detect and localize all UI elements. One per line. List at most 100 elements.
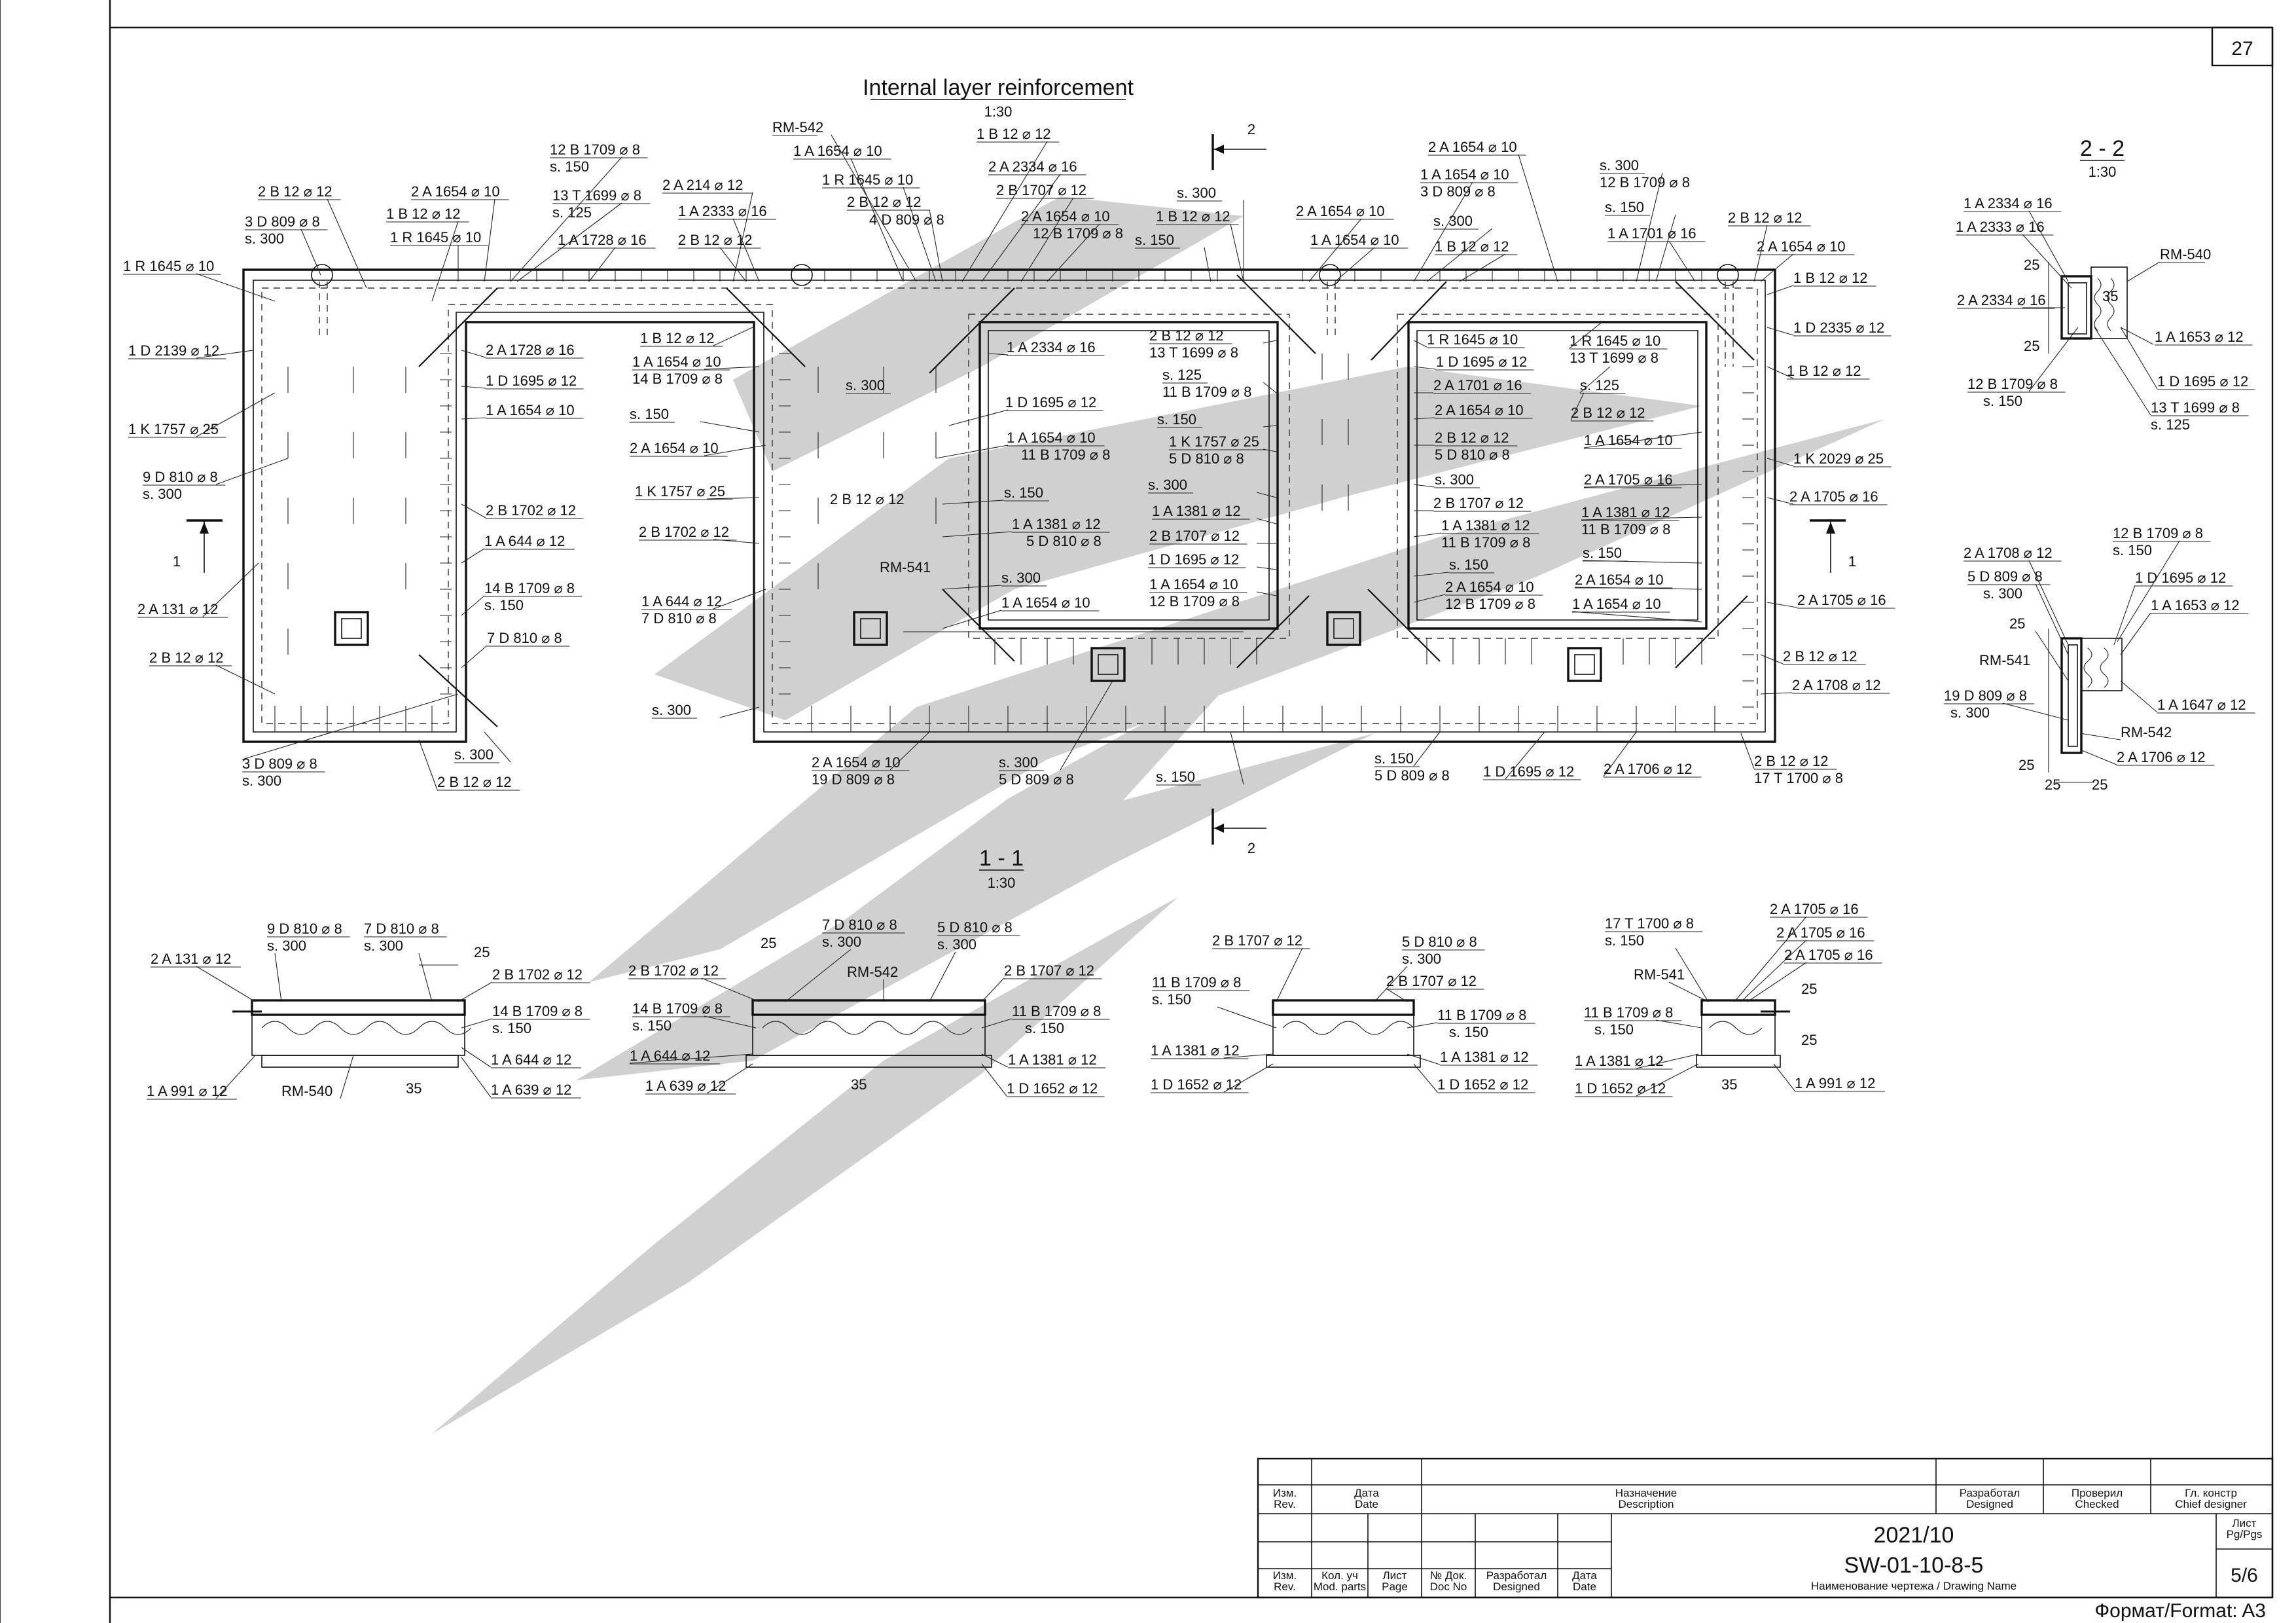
callout-label: 14 B 1709 ⌀ 8 [492,1003,583,1019]
callout-label: 14 B 1709 ⌀ 8 [632,371,723,387]
callout-label: 1 A 1728 ⌀ 16 [558,232,647,248]
callout-label: s. 300 [1983,585,2022,602]
callout-label: 2 B 1707 ⌀ 12 [996,182,1086,198]
callout-label: 2 A 214 ⌀ 12 [662,177,743,193]
plan-scale: 1:30 [984,103,1013,120]
leader-line [242,693,459,760]
callout-label: 1 A 1654 ⌀ 10 [486,402,575,418]
callout-label: s. 125 [1162,367,1202,383]
callout-label: 1 A 1654 ⌀ 10 [1420,166,1509,183]
leader-line [1760,654,1784,665]
leader-line [935,445,1009,459]
leader-line [713,589,766,610]
leader-line [1767,458,1794,467]
leader-line [1256,566,1277,570]
leader-line [1204,247,1211,282]
callout-label: 1 D 1652 ⌀ 12 [1575,1080,1666,1097]
callout-label: 5 D 810 ⌀ 8 [1169,450,1244,467]
leader-line [1060,680,1113,771]
callout-label: s. 150 [1449,1024,1488,1040]
callout-label: 1 A 2334 ⌀ 16 [1007,339,1096,356]
leader-line [484,198,495,282]
callout-label: s. 150 [1605,199,1644,215]
callout-label: s. 150 [1156,769,1195,785]
callout-label: 1 D 1695 ⌀ 12 [486,373,577,389]
callout-label: s. 150 [1983,393,2022,409]
leader-line [785,949,852,1002]
leader-line [1603,731,1637,777]
leader-line [2120,327,2158,390]
callout-label: 25 [2045,776,2060,793]
callout-label: 1 A 1701 ⌀ 16 [1607,225,1696,242]
leader-line [1574,587,1702,590]
callout-label: s. 300 [822,934,861,950]
leader-line [215,1055,256,1099]
leader-line [2094,327,2151,416]
leader-line [327,198,367,289]
leader-line [889,731,930,771]
leader-line [2120,612,2151,655]
callout-label: 1 B 12 ⌀ 12 [1156,208,1230,225]
svg-text:1: 1 [173,553,181,570]
callout-label: s. 300 [143,486,182,502]
callout-label: s. 300 [999,754,1038,771]
callout-label: 2 B 12 ⌀ 12 [1728,210,1803,226]
leader-line [2022,234,2072,289]
callout-label: 12 B 1709 ⌀ 8 [1967,376,2058,392]
leader-line [2126,261,2161,282]
callout-label: s. 150 [492,1020,531,1036]
callout-label: 7 D 810 ⌀ 8 [641,610,717,627]
leader-line [1668,240,1696,282]
leader-line [1413,731,1441,767]
leader-line [850,158,904,282]
leader-line [1413,340,1427,348]
section-1-1-profile [232,999,1790,1068]
callout-label: 2 B 1707 ⌀ 12 [1386,973,1477,989]
title-block-field: Наименование чертежа / Drawing Name [1811,1580,2017,1592]
callout-label: 2 B 12 ⌀ 12 [830,491,905,507]
callout-label: 1 A 991 ⌀ 12 [1795,1075,1875,1091]
leader-line [1753,225,1768,282]
callout-label: 4 D 809 ⌀ 8 [869,211,944,228]
leader-line [1747,962,1807,1002]
leader-line [1426,228,1493,282]
callout-label: 1 R 1645 ⌀ 10 [123,258,214,274]
leader-line [2079,749,2117,765]
callout-label: 25 [2018,757,2034,773]
leader-line [1569,320,1604,349]
callout-label: 1 R 1645 ⌀ 10 [1427,331,1518,348]
callout-label: 1 R 1645 ⌀ 10 [1570,333,1660,349]
leader-line [461,1057,492,1098]
svg-text:1: 1 [1848,553,1856,570]
leader-line [1413,181,1473,282]
section-1-1-scale: 1:30 [988,875,1016,891]
callout-label: 1 A 1381 ⌀ 12 [1581,504,1670,520]
callout-label: 2 A 1654 ⌀ 10 [1428,139,1517,155]
callout-label: 5 D 809 ⌀ 8 [1374,767,1450,784]
callout-label: 1 A 1381 ⌀ 12 [1008,1051,1097,1068]
leader-line [981,1053,1009,1068]
callout-label: 5 D 810 ⌀ 8 [937,919,1013,936]
leader-line [2035,630,2069,682]
callout-label: 1 K 2029 ⌀ 25 [1793,450,1884,467]
leader-line [1767,366,1794,379]
callout-label: 11 B 1709 ⌀ 8 [1437,1007,1526,1023]
callout-label: 2 A 131 ⌀ 12 [151,951,231,967]
callout-label: 35 [2102,288,2118,304]
leader-line [942,531,1013,538]
leader-line [461,595,485,616]
title-block-field: 2021/10 [1874,1523,1954,1548]
leader-line [196,350,254,359]
leader-line [2028,560,2069,646]
leader-line [461,1047,492,1068]
leader-line [2002,702,2069,721]
callout-label: 12 B 1709 ⌀ 8 [1033,225,1123,242]
callout-label: 11 B 1709 ⌀ 8 [1152,974,1241,991]
callout-label: 11 B 1709 ⌀ 8 [1584,1004,1673,1021]
callout-label: 7 D 810 ⌀ 8 [364,921,439,937]
leader-line [1047,223,1100,282]
leader-line [1276,947,1303,1002]
callout-label: 5 D 810 ⌀ 8 [1402,934,1477,950]
